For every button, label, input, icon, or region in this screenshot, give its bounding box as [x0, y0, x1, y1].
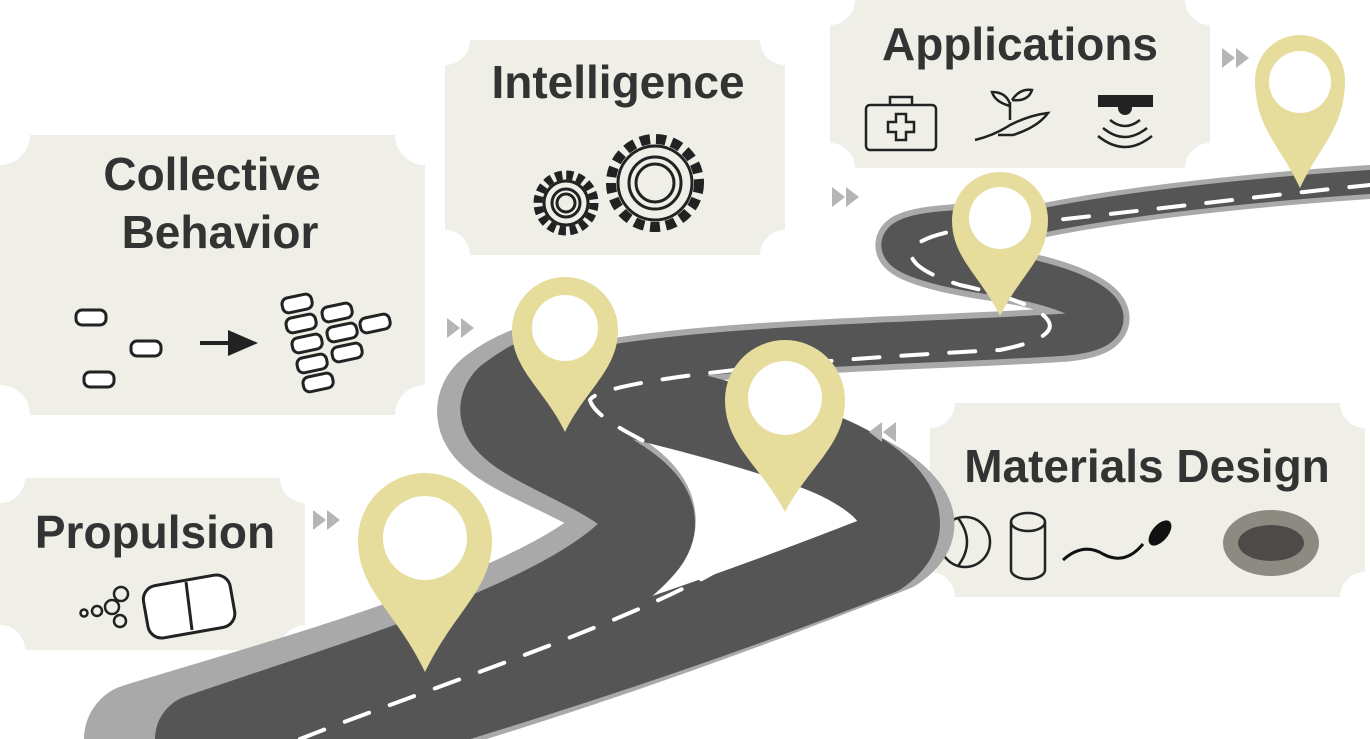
location-pins: [358, 35, 1345, 672]
location-pin-icon: [358, 473, 492, 672]
janus-capsule-icon: [141, 573, 237, 640]
panel-propulsion: Propulsion: [0, 478, 305, 650]
panel-title-propulsion: Propulsion: [35, 506, 275, 558]
sensor-icon: [1097, 95, 1153, 149]
plant-in-hand-icon: [974, 88, 1051, 142]
panel-title-materials: Materials Design: [964, 440, 1330, 492]
location-pin-icon: [1255, 35, 1345, 188]
panel-intelligence: Intelligence: [445, 40, 785, 255]
arrow-right-icon: [200, 330, 258, 356]
bubbles-icon: [79, 585, 130, 629]
double-chevron-right-icon: [447, 318, 474, 338]
panel-title-applications: Applications: [882, 18, 1158, 70]
disc-icon: [1223, 510, 1319, 576]
double-chevron-right-icon: [832, 187, 859, 207]
double-chevron-right-icon: [1222, 48, 1249, 68]
location-pin-icon: [725, 340, 845, 512]
medical-kit-icon: [864, 95, 938, 152]
panel-title-collective-1: Collective: [103, 148, 320, 200]
swarm-cluster-icon: [280, 292, 392, 394]
panel-applications: Applications: [830, 0, 1210, 168]
chevron-arrows: [313, 48, 1249, 530]
panel-collective-behavior: Collective Behavior: [0, 135, 425, 415]
panel-title-intelligence: Intelligence: [491, 56, 744, 108]
location-pin-icon: [512, 277, 618, 432]
double-chevron-right-icon: [313, 510, 340, 530]
sperm-icon: [1061, 520, 1172, 562]
location-pin-icon: [952, 172, 1048, 316]
panel-materials-design: Materials Design: [930, 403, 1365, 597]
scattered-particles-icon: [74, 308, 163, 389]
double-chevron-left-icon: [869, 422, 896, 442]
gears-icon: [533, 134, 704, 236]
cylinder-icon: [1009, 511, 1047, 581]
panel-title-collective-2: Behavior: [122, 206, 319, 258]
